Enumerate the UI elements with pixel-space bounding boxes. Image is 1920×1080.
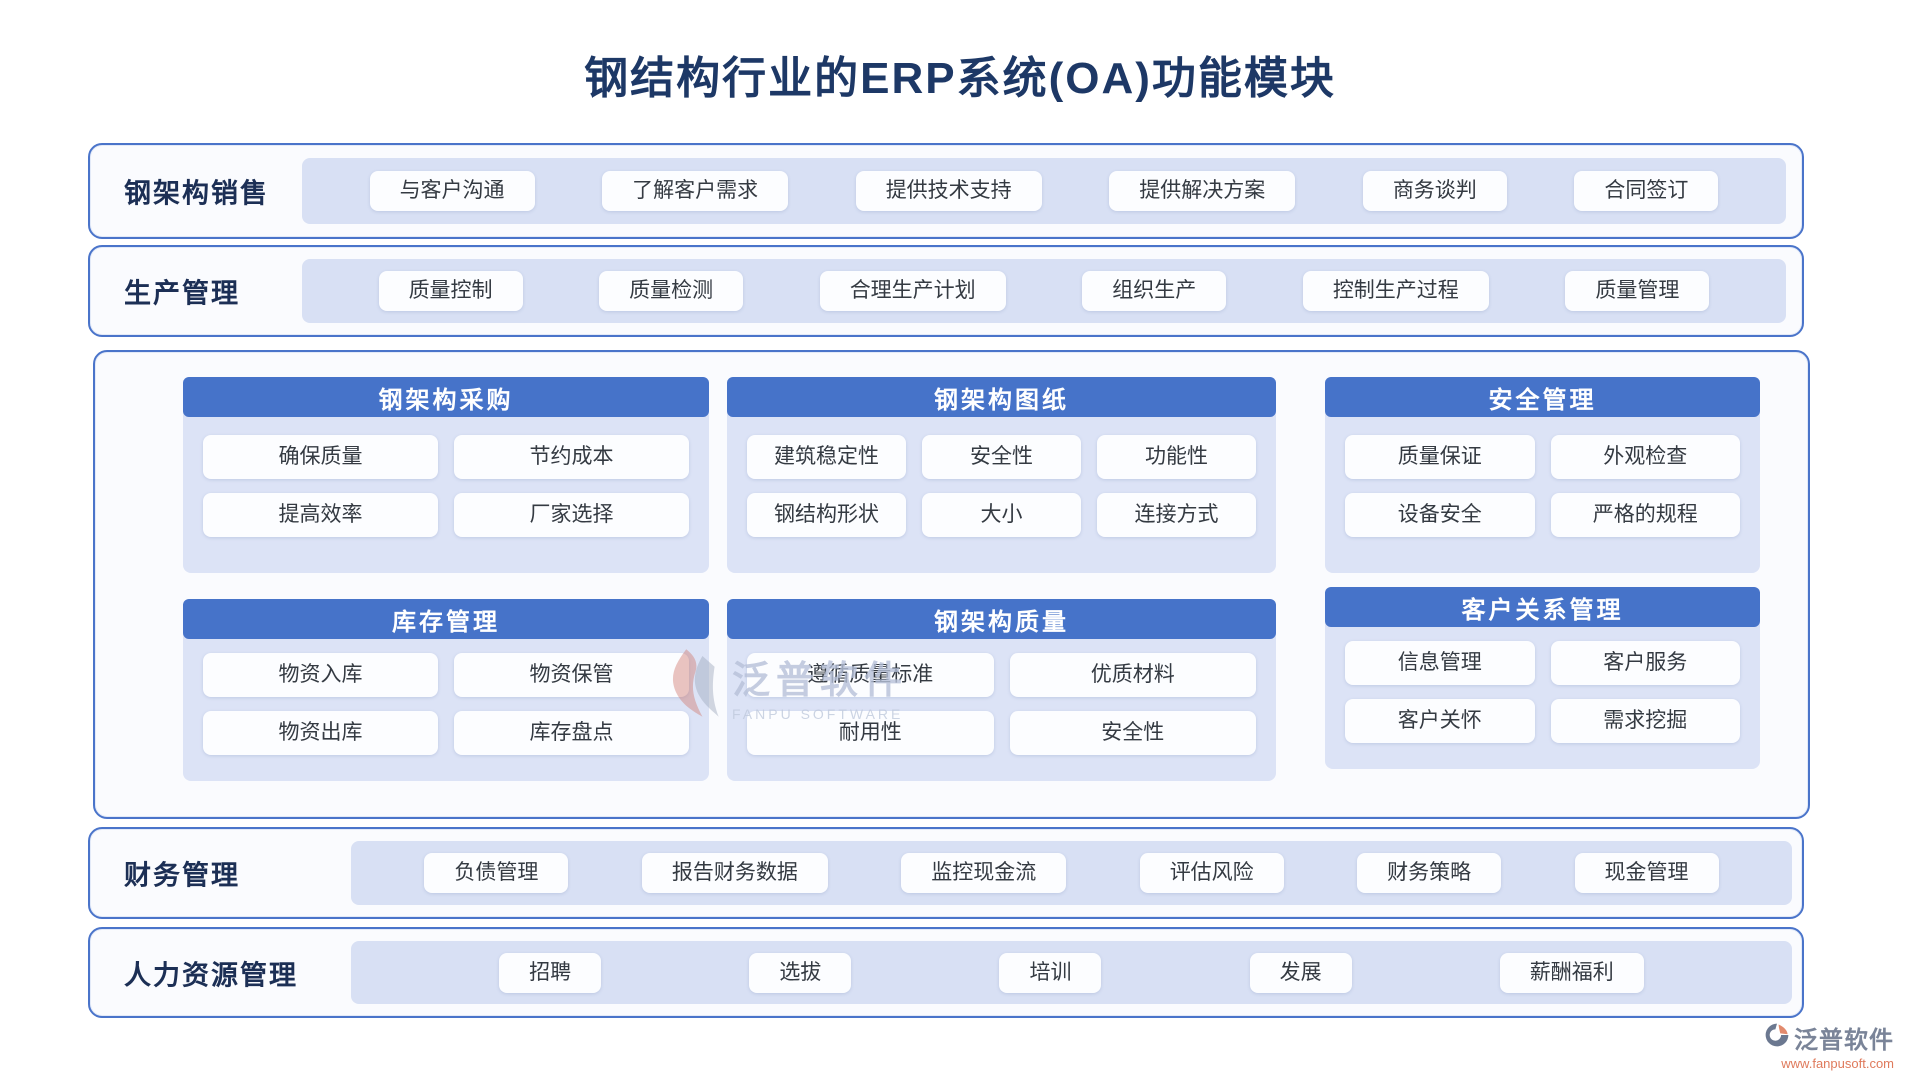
production-button[interactable]: 组织生产 [1082, 271, 1227, 311]
card-button[interactable]: 优质材料 [1009, 653, 1256, 697]
card-procurement: 钢架构采购 确保质量节约成本 提高效率厂家选择 [183, 377, 709, 573]
card-button[interactable]: 确保质量 [203, 435, 438, 479]
sales-button[interactable]: 提供技术支持 [855, 171, 1042, 211]
card-button[interactable]: 客户服务 [1550, 641, 1740, 685]
card-row: 客户关怀需求挖掘 [1345, 699, 1740, 743]
card-button[interactable]: 客户关怀 [1345, 699, 1535, 743]
card-row: 提高效率厂家选择 [203, 493, 689, 537]
sales-button[interactable]: 了解客户需求 [602, 171, 789, 211]
card-button[interactable]: 严格的规程 [1550, 493, 1740, 537]
production-button[interactable]: 质量管理 [1565, 271, 1710, 311]
hr-button[interactable]: 招聘 [499, 952, 602, 993]
card-button[interactable]: 安全性 [922, 435, 1081, 479]
band-label-hr: 人力资源管理 [124, 960, 298, 990]
card-button[interactable]: 节约成本 [454, 435, 689, 479]
band-label-finance: 财务管理 [124, 860, 240, 891]
card-title: 钢架构图纸 [727, 377, 1276, 417]
card-button[interactable]: 连接方式 [1097, 493, 1256, 537]
card-button[interactable]: 外观检查 [1550, 435, 1740, 479]
footer-brand: 泛普软件 [1794, 1027, 1894, 1054]
card-row: 钢结构形状大小连接方式 [747, 493, 1256, 537]
sales-button[interactable]: 与客户沟通 [369, 171, 535, 211]
finance-button[interactable]: 负债管理 [424, 853, 569, 893]
card-title: 库存管理 [183, 599, 709, 639]
finance-button[interactable]: 现金管理 [1574, 853, 1719, 893]
card-button[interactable]: 厂家选择 [454, 493, 689, 537]
band-buttons-production: 质量控制 质量检测 合理生产计划 组织生产 控制生产过程 质量管理 [302, 259, 1786, 323]
card-quality: 钢架构质量 遵循质量标准优质材料 耐用性安全性 [727, 599, 1276, 781]
sales-button[interactable]: 提供解决方案 [1109, 171, 1296, 211]
hr-button[interactable]: 薪酬福利 [1499, 952, 1644, 993]
hr-button[interactable]: 培训 [999, 952, 1102, 993]
panel-steel-sales: 钢架构销售 与客户沟通 了解客户需求 提供技术支持 提供解决方案 商务谈判 合同签订 [88, 143, 1804, 239]
finance-button[interactable]: 监控现金流 [901, 853, 1067, 893]
card-button[interactable]: 需求挖掘 [1550, 699, 1740, 743]
card-button[interactable]: 大小 [922, 493, 1081, 537]
card-row: 物资入库物资保管 [203, 653, 689, 697]
production-button[interactable]: 合理生产计划 [819, 271, 1006, 311]
panel-production: 生产管理 质量控制 质量检测 合理生产计划 组织生产 控制生产过程 质量管理 [88, 245, 1804, 337]
sales-button[interactable]: 商务谈判 [1362, 171, 1507, 211]
card-button[interactable]: 质量保证 [1345, 435, 1535, 479]
card-button[interactable]: 钢结构形状 [747, 493, 906, 537]
band-label-production: 生产管理 [124, 278, 240, 309]
card-crm: 客户关系管理 信息管理客户服务 客户关怀需求挖掘 [1325, 587, 1760, 769]
card-row: 确保质量节约成本 [203, 435, 689, 479]
card-button[interactable]: 物资出库 [203, 711, 438, 755]
card-row: 遵循质量标准优质材料 [747, 653, 1256, 697]
card-row: 物资出库库存盘点 [203, 711, 689, 755]
finance-button[interactable]: 财务策略 [1357, 853, 1502, 893]
card-title: 客户关系管理 [1325, 587, 1760, 627]
card-title: 钢架构采购 [183, 377, 709, 417]
card-button[interactable]: 提高效率 [203, 493, 438, 537]
finance-button[interactable]: 评估风险 [1139, 853, 1284, 893]
card-button[interactable]: 安全性 [1009, 711, 1256, 755]
card-button[interactable]: 物资入库 [203, 653, 438, 697]
card-button[interactable]: 耐用性 [747, 711, 994, 755]
card-button[interactable]: 物资保管 [454, 653, 689, 697]
panel-hr: 人力资源管理 招聘 选拔 培训 发展 薪酬福利 [88, 927, 1804, 1018]
band-buttons-finance: 负债管理 报告财务数据 监控现金流 评估风险 财务策略 现金管理 [351, 841, 1792, 905]
card-button[interactable]: 信息管理 [1345, 641, 1535, 685]
band-buttons-hr: 招聘 选拔 培训 发展 薪酬福利 [351, 941, 1792, 1004]
card-title: 钢架构质量 [727, 599, 1276, 639]
production-button[interactable]: 质量检测 [599, 271, 744, 311]
footer-logo: 泛普软件 www.fanpusoft.com [1764, 1020, 1894, 1071]
card-button[interactable]: 功能性 [1097, 435, 1256, 479]
card-button[interactable]: 建筑稳定性 [747, 435, 906, 479]
card-row: 质量保证外观检查 [1345, 435, 1740, 479]
finance-button[interactable]: 报告财务数据 [641, 853, 828, 893]
production-button[interactable]: 控制生产过程 [1302, 271, 1489, 311]
card-row: 耐用性安全性 [747, 711, 1256, 755]
footer-url: www.fanpusoft.com [1781, 1056, 1894, 1071]
sales-button[interactable]: 合同签订 [1574, 171, 1719, 211]
card-safety: 安全管理 质量保证外观检查 设备安全严格的规程 [1325, 377, 1760, 573]
hr-button[interactable]: 发展 [1249, 952, 1352, 993]
fanpu-logo-icon [1764, 1022, 1790, 1053]
band-buttons-sales: 与客户沟通 了解客户需求 提供技术支持 提供解决方案 商务谈判 合同签订 [302, 158, 1786, 224]
page-title: 钢结构行业的ERP系统(OA)功能模块 [584, 54, 1336, 103]
panel-module-grid: 钢架构采购 确保质量节约成本 提高效率厂家选择 钢架构图纸 建筑稳定性安全性功能… [93, 350, 1810, 819]
card-row: 建筑稳定性安全性功能性 [747, 435, 1256, 479]
panel-finance: 财务管理 负债管理 报告财务数据 监控现金流 评估风险 财务策略 现金管理 [88, 827, 1804, 919]
card-drawings: 钢架构图纸 建筑稳定性安全性功能性 钢结构形状大小连接方式 [727, 377, 1276, 573]
card-inventory: 库存管理 物资入库物资保管 物资出库库存盘点 [183, 599, 709, 781]
card-button[interactable]: 库存盘点 [454, 711, 689, 755]
card-button[interactable]: 遵循质量标准 [747, 653, 994, 697]
card-row: 设备安全严格的规程 [1345, 493, 1740, 537]
card-button[interactable]: 设备安全 [1345, 493, 1535, 537]
band-label-sales: 钢架构销售 [124, 178, 269, 209]
production-button[interactable]: 质量控制 [378, 271, 523, 311]
card-row: 信息管理客户服务 [1345, 641, 1740, 685]
card-title: 安全管理 [1325, 377, 1760, 417]
hr-button[interactable]: 选拔 [749, 952, 852, 993]
